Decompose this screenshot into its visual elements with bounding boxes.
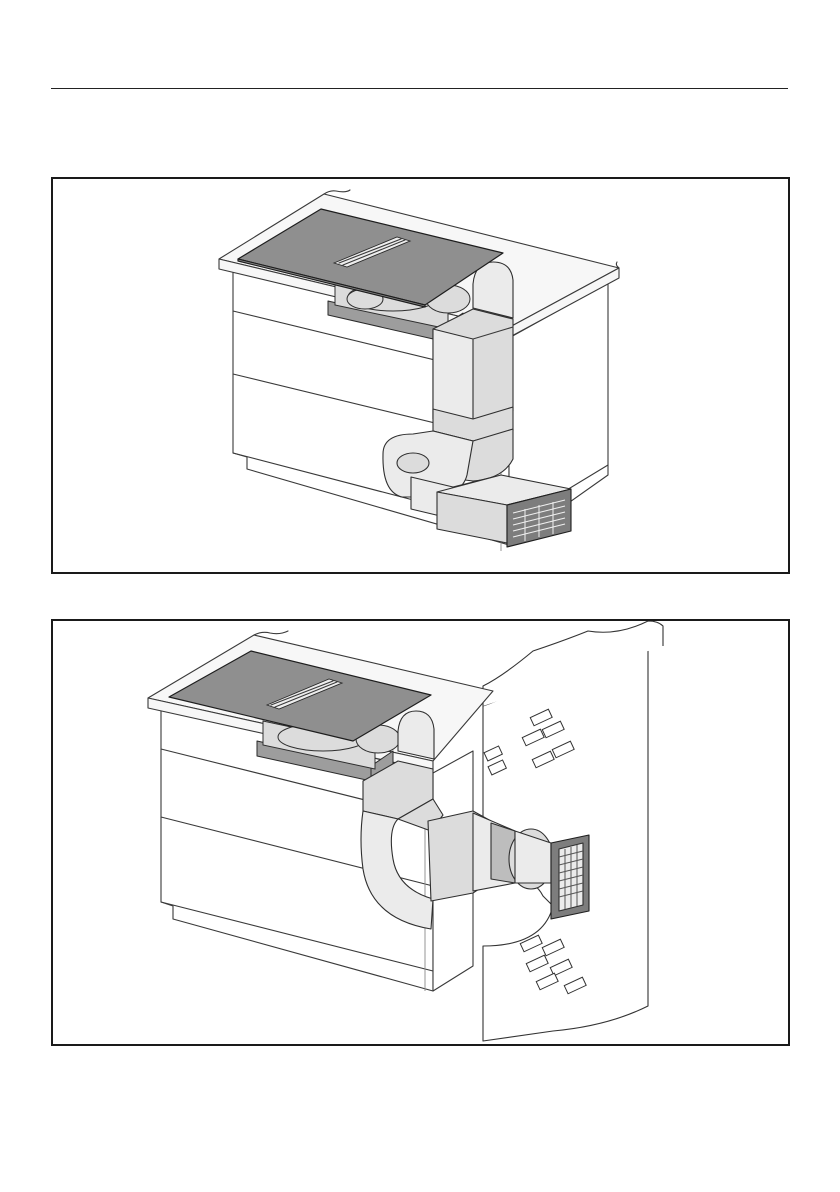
installation-figure-wall-outlet: [51, 619, 790, 1046]
header-rule: [51, 88, 788, 89]
figure-1-illustration: [53, 179, 788, 572]
wall-outlet-grille: [551, 835, 589, 919]
installation-figure-plinth-outlet: [51, 177, 790, 574]
figure-2-illustration: [53, 621, 788, 1044]
